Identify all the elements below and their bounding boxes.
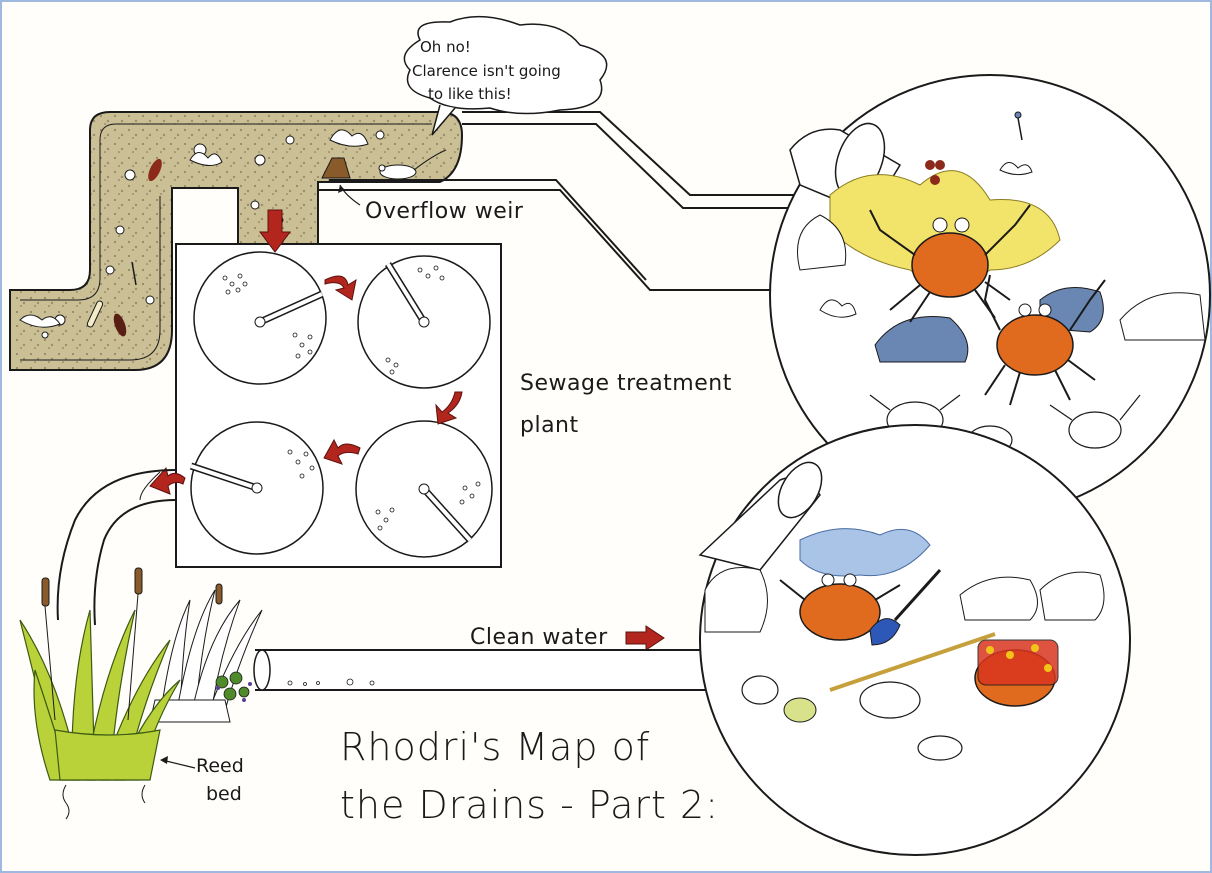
reed-bed-label-line2: bed (206, 783, 242, 805)
outflow-pipe (58, 470, 176, 625)
overflow-weir-label: Overflow weir (365, 199, 524, 224)
litter-crab-2 (975, 640, 1058, 706)
sewage-plant-label-line2: plant (520, 413, 579, 438)
map-title-line2: the Drains - Part 2: (340, 783, 719, 827)
sewage-plant-label-line1: Sewage treatment (520, 371, 732, 396)
speech-line-2: Clarence isn't going (412, 62, 561, 80)
reed-bed (20, 568, 262, 819)
reed-bed-label-line1: Reed (196, 755, 244, 777)
speech-line-1: Oh no! (420, 38, 471, 56)
clean-water-pipe (254, 650, 720, 690)
clean-water-arrow (626, 626, 664, 650)
map-title-line1: Rhodri's Map of (340, 725, 650, 769)
speech-line-3: to like this! (428, 85, 512, 103)
treatment-tank-4 (356, 421, 492, 557)
litter-scene-circle (700, 425, 1130, 855)
treatment-tank-2 (358, 256, 490, 388)
treatment-tank-1 (194, 252, 326, 384)
treatment-tank-3 (191, 422, 323, 554)
clean-water-label: Clean water (470, 625, 608, 650)
